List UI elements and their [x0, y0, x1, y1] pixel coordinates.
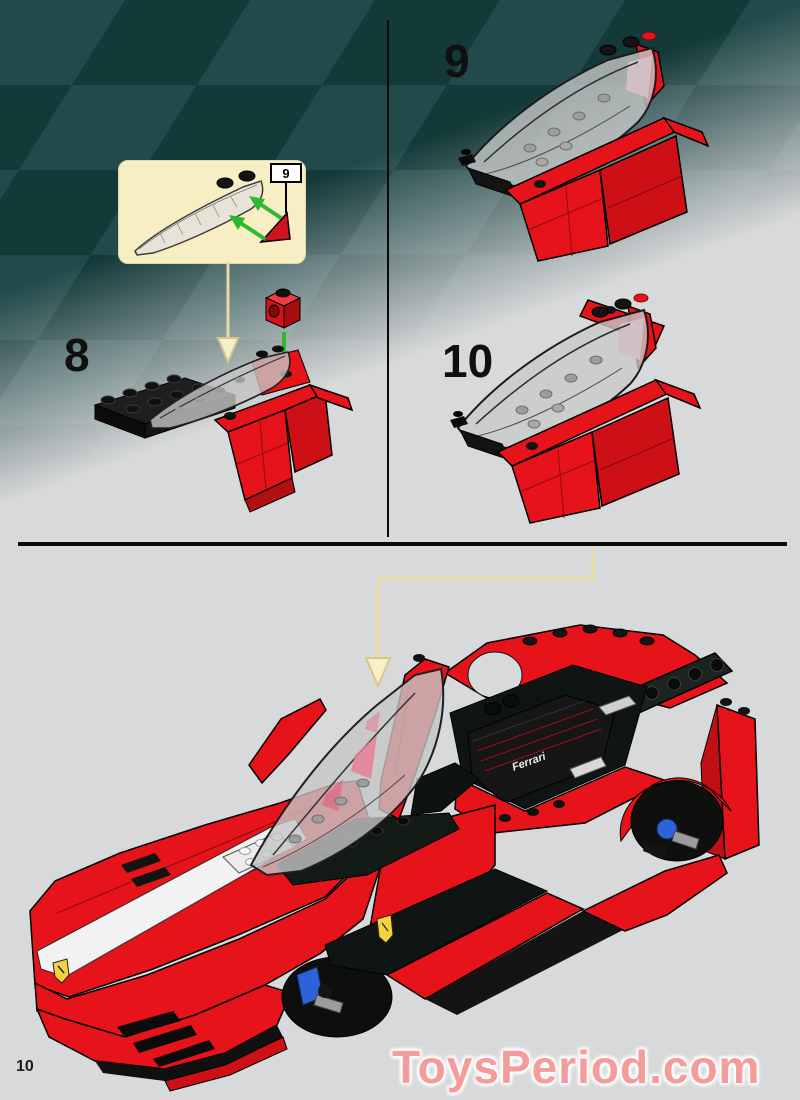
- front-grille: [117, 1011, 181, 1037]
- red-wedge-part: [259, 211, 291, 243]
- windshield-part: [134, 180, 264, 256]
- checkered-background: [0, 0, 800, 540]
- car-rear-section: Ferrari: [443, 624, 760, 862]
- step-10-diagram: [450, 293, 701, 524]
- car-diagram: Ferrari: [29, 624, 760, 1092]
- inset-part-art: 9: [134, 163, 302, 256]
- engine-block: Ferrari: [467, 694, 616, 804]
- inset-callout-box: 9: [118, 160, 306, 264]
- page-number: 10: [16, 1058, 34, 1075]
- step-number-9: 9: [444, 35, 470, 87]
- watermark: ToysPeriod.com: [392, 1041, 761, 1093]
- rear-wheel-arch: [630, 780, 724, 862]
- ferrari-shield-icon: [376, 914, 394, 944]
- down-arrow-icon: [216, 262, 240, 365]
- step-number-10: 10: [442, 335, 494, 387]
- step-reference-label: 9: [282, 166, 289, 181]
- red-brick-part: [264, 288, 302, 329]
- ferrari-shield-icon: [52, 958, 70, 984]
- step-8-subassembly: [93, 345, 354, 513]
- step-9-diagram: [458, 31, 709, 262]
- blue-hub-part: [656, 818, 678, 840]
- horizontal-divider: [18, 542, 787, 546]
- vertical-divider: [387, 20, 389, 537]
- step-number-8: 8: [64, 329, 90, 381]
- car-cockpit-section: [248, 654, 480, 886]
- step-8-diagram: [93, 288, 354, 513]
- green-arrow-icon: [229, 196, 283, 241]
- down-arrow-icon: [364, 547, 595, 689]
